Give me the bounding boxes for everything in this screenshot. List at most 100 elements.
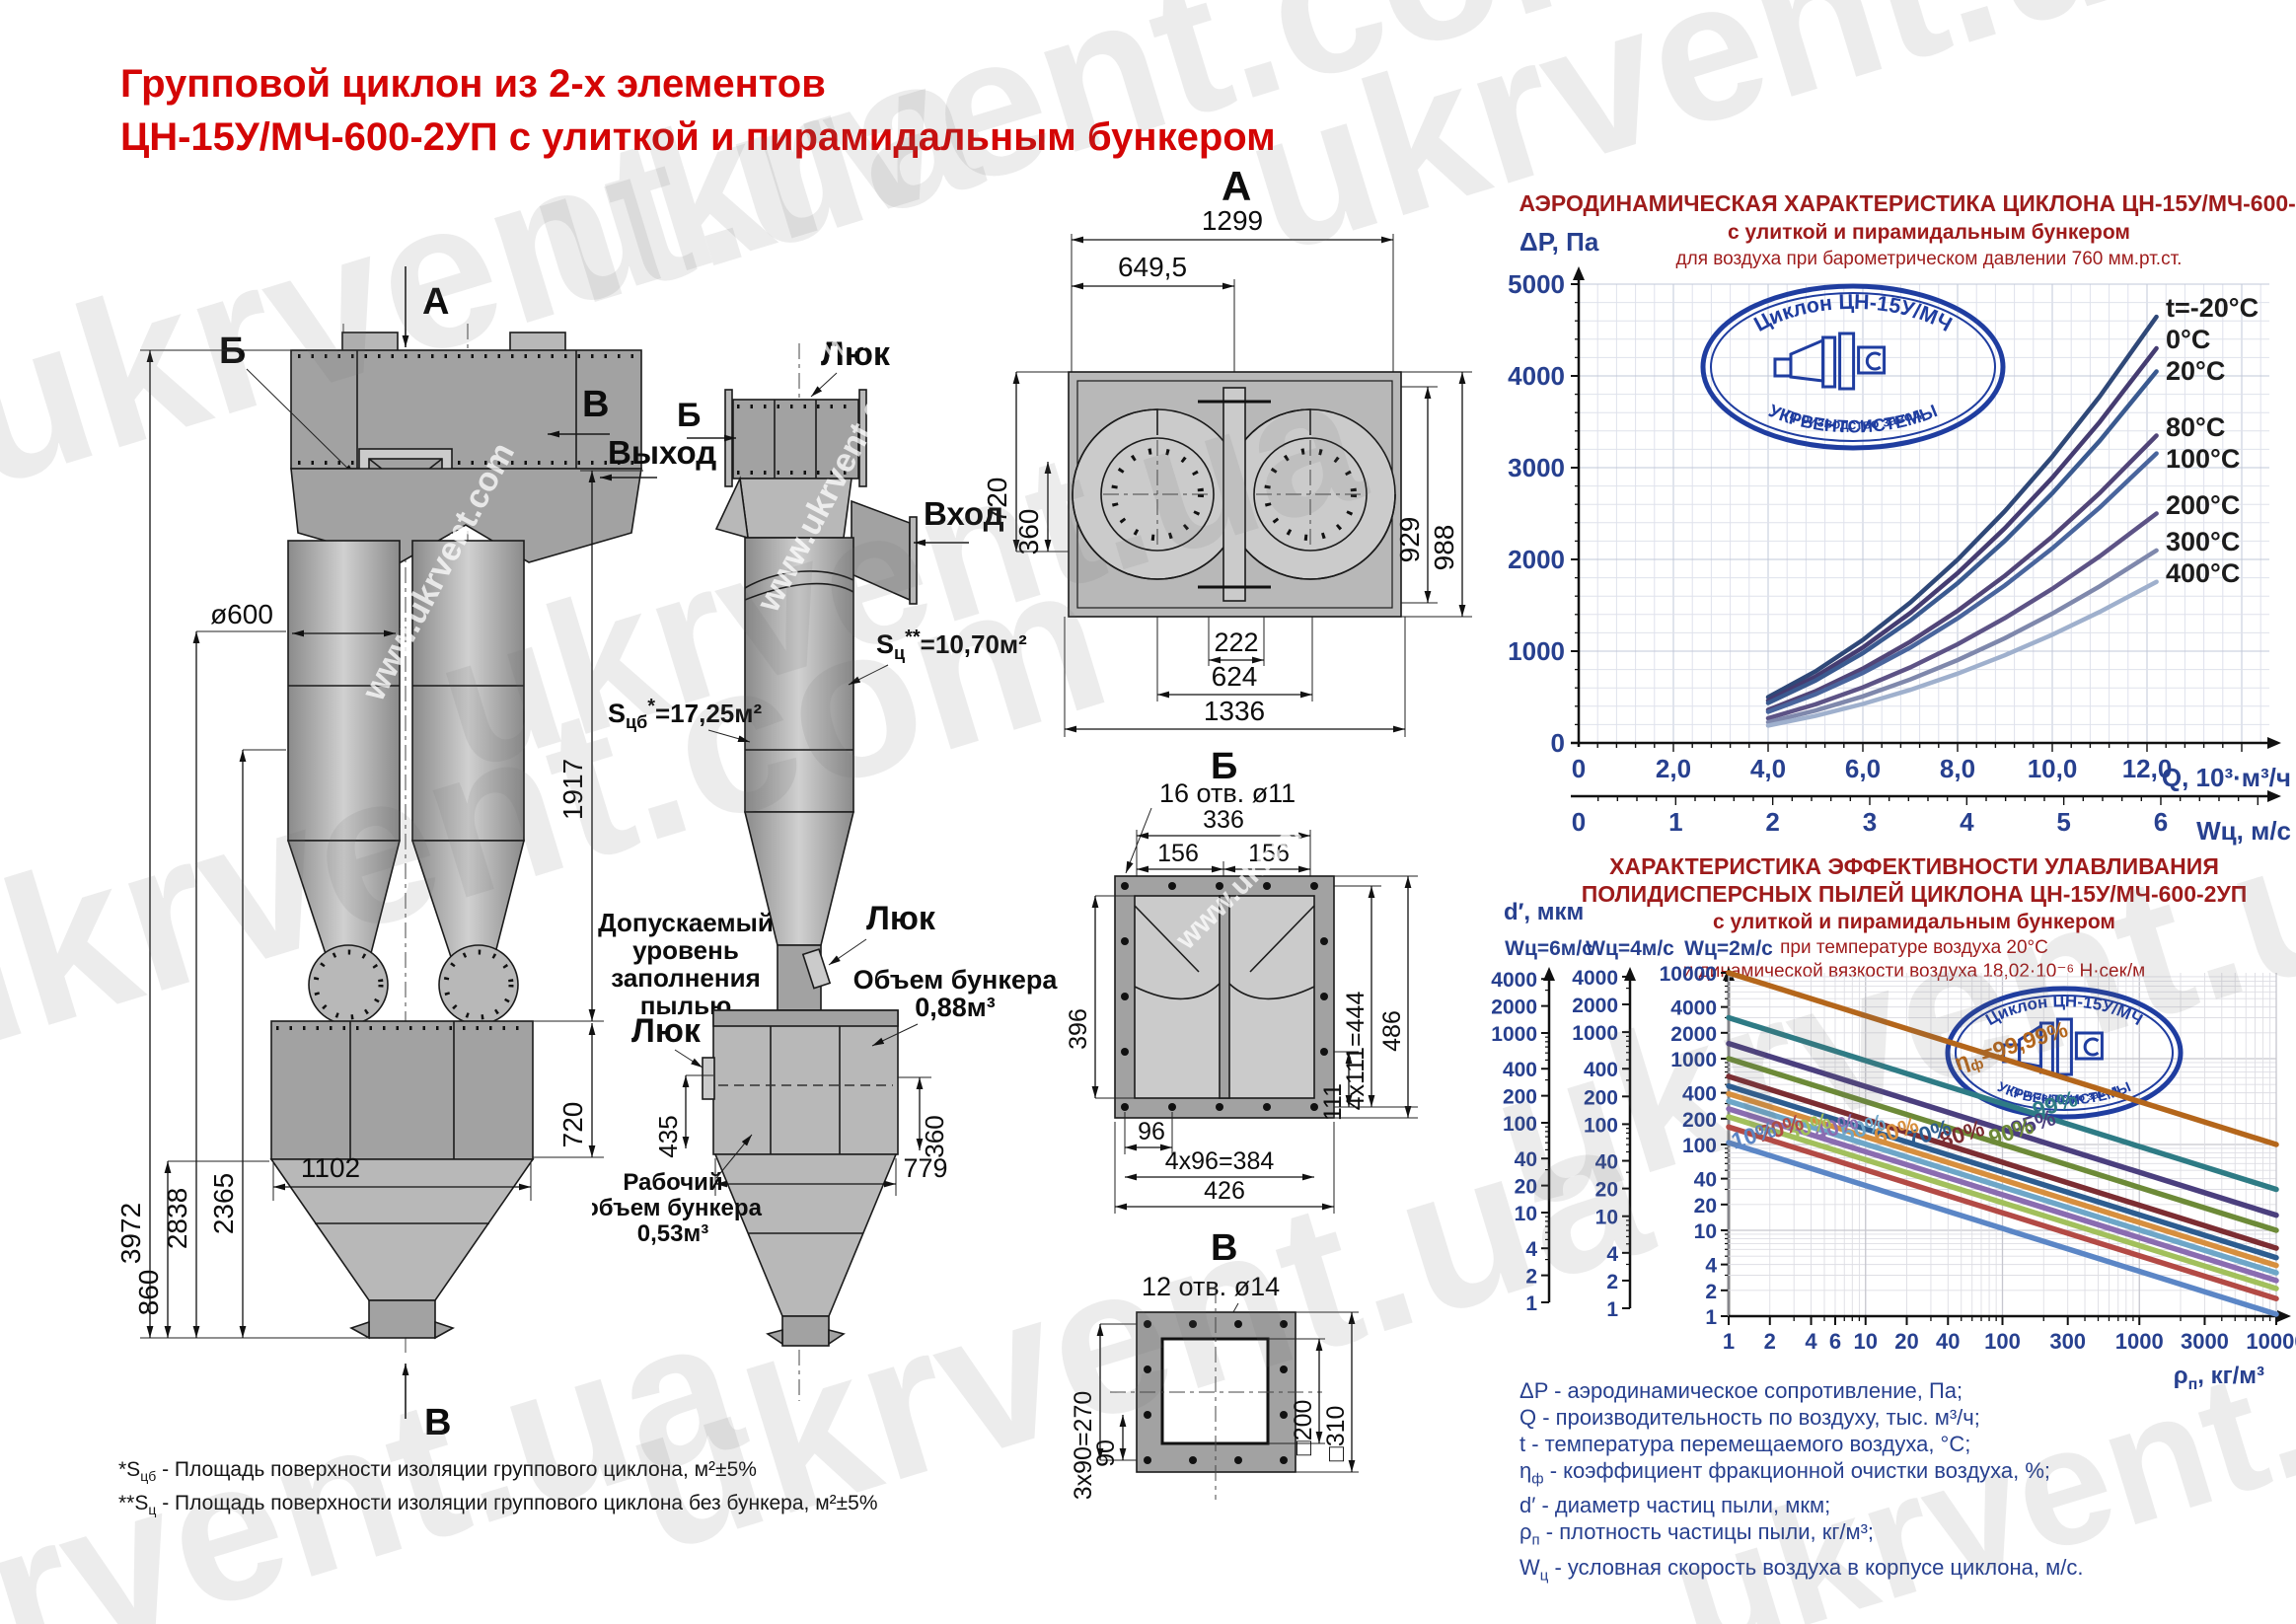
rho-tick: 300 (2049, 1329, 2086, 1354)
bolt-hole (1280, 1411, 1288, 1419)
y-tick: 3000 (1508, 453, 1565, 482)
aux-tick: 100 (1503, 1113, 1537, 1136)
curve-80°C (1765, 433, 2159, 712)
work-volume-1: Рабочий (623, 1169, 722, 1196)
dim-222: 222 (1214, 627, 1258, 657)
aux-tick: 200 (1682, 1109, 1717, 1132)
aux-tick: 2000 (1572, 995, 1618, 1017)
x-tick-q: 12,0 (2122, 754, 2173, 783)
aux-tick: 4 (1525, 1238, 1537, 1261)
aux-tick: 400 (1503, 1059, 1537, 1081)
bolt-hole (1234, 1456, 1242, 1464)
rho-tick: 2 (1764, 1329, 1776, 1354)
chart2-subtitle: с улиткой и пирамидальным бункером (1713, 911, 2115, 933)
bolt-hole (1189, 1456, 1197, 1464)
front-view-drawing: А Б В ø600 (115, 266, 643, 1443)
bunker-volume-1: Объем бункера (853, 965, 1059, 995)
x-tick-q: 4,0 (1750, 754, 1786, 783)
eff-line-99% (1726, 1014, 2279, 1193)
curve-label: t=-20°C (2166, 293, 2259, 323)
bolt-hole (1320, 993, 1328, 1000)
x-tick-q: 2,0 (1656, 754, 1691, 783)
curve-label: 400°C (2166, 558, 2240, 588)
work-volume-3: 0,53м³ (637, 1220, 708, 1247)
curve-20°C (1765, 369, 2159, 705)
dim-360: 360 (920, 1115, 949, 1157)
bolt-hole (1310, 882, 1318, 890)
aux-tick: 1 (1606, 1298, 1618, 1321)
bolt-hole (1121, 993, 1129, 1000)
s-inner-label: Sц**=10,70м² (876, 627, 1027, 663)
dim-384: 4х96=384 (1165, 1147, 1275, 1175)
aux-tick: 4 (1705, 1255, 1717, 1278)
view-b-holes: 16 отв. ø11 (1159, 778, 1296, 808)
lifting-lug (341, 332, 399, 353)
axis-arrow (2267, 737, 2281, 749)
bolt-circle (313, 949, 384, 1020)
leader (828, 938, 867, 966)
eff-line-10% (1726, 1140, 2279, 1317)
dim-bunker-w: 1102 (301, 1152, 360, 1183)
dim-1299: 1299 (1202, 205, 1263, 236)
dim-200: □200 (1290, 1400, 1317, 1456)
eff-line-30% (1726, 1114, 2279, 1292)
footnotes: *Sцб - Площадь поверхности изоляции груп… (118, 1456, 878, 1523)
bolt-hole (1144, 1411, 1151, 1419)
curve-label: 300°C (2166, 527, 2240, 556)
aux-tick: 2 (1705, 1281, 1717, 1303)
aux-tick: 2000 (1670, 1023, 1717, 1046)
page-title-line1: Групповой циклон из 2-х элементов (120, 62, 826, 106)
bolt-hole (1144, 1320, 1151, 1328)
rho-tick: 10 (1854, 1329, 1878, 1354)
aux-tick: 1000 (1491, 1023, 1537, 1046)
y-axis-label: ΔP, Па (1519, 227, 1599, 257)
bolt-hole (1280, 1456, 1288, 1464)
x-tick-w: 2 (1765, 807, 1779, 837)
cone-hatch (801, 948, 832, 990)
view-v-holes: 12 отв. ø14 (1142, 1272, 1280, 1301)
dim-779: 779 (903, 1153, 947, 1183)
hatch-bunker-label: Люк (631, 1012, 702, 1050)
aux-tick: 40 (1694, 1169, 1717, 1192)
aux-tick: 10000 (1660, 963, 1717, 986)
x-tick-q: 10,0 (2028, 754, 2078, 783)
eff-line-20% (1726, 1124, 2279, 1301)
leader (674, 1049, 704, 1069)
bolt-hole (1121, 1048, 1129, 1056)
y-tick: 2000 (1508, 545, 1565, 574)
dim-156r: 156 (1248, 840, 1290, 867)
legend-line: d′ - диаметр частиц пыли, мкм; (1519, 1493, 1831, 1518)
rho-tick: 3000 (2181, 1329, 2229, 1354)
volute-right (1224, 408, 1396, 580)
chart2-title: ХАРАКТЕРИСТИКА ЭФФЕКТИВНОСТИ УЛАВЛИВАНИЯ (1609, 853, 2219, 879)
rho-tick: 1000 (2115, 1329, 2164, 1354)
legend-line: t - температура перемещаемого воздуха, °… (1519, 1432, 1971, 1456)
x-tick-q: 6,0 (1845, 754, 1881, 783)
aux-tick: 4000 (1572, 967, 1618, 990)
curve-label: 20°C (2166, 356, 2225, 386)
dim-929: 929 (1394, 517, 1425, 563)
bolt-hole (1320, 937, 1328, 945)
eff-line-70% (1726, 1082, 2279, 1261)
dim-396: 396 (1065, 1008, 1092, 1050)
bolt-hole (1280, 1366, 1288, 1373)
dim-111: 111 (1319, 1083, 1347, 1121)
curve-label: 0°C (2166, 325, 2210, 354)
bolt-hole (1121, 882, 1129, 890)
cyclone-body-right (411, 540, 525, 842)
leader (715, 1134, 753, 1179)
dim-435: 435 (653, 1115, 683, 1157)
x-tick-w: 1 (1668, 807, 1682, 837)
aux-tick: 20 (1694, 1195, 1717, 1218)
bolt-hole (1216, 1103, 1223, 1111)
dim-96: 96 (1138, 1118, 1165, 1145)
leader (848, 664, 889, 686)
dust-level-1: Допускаемый (598, 908, 774, 937)
rho-tick: 6 (1829, 1329, 1841, 1354)
leader (246, 368, 356, 477)
s-outer-label: Sцб*=17,25м² (608, 696, 762, 732)
dim-486: 486 (1378, 1010, 1406, 1052)
dust-outlet-flange (438, 944, 519, 1025)
rho-axis-label: ρп, кг/м³ (2174, 1363, 2264, 1393)
curve-0°C (1765, 345, 2159, 703)
